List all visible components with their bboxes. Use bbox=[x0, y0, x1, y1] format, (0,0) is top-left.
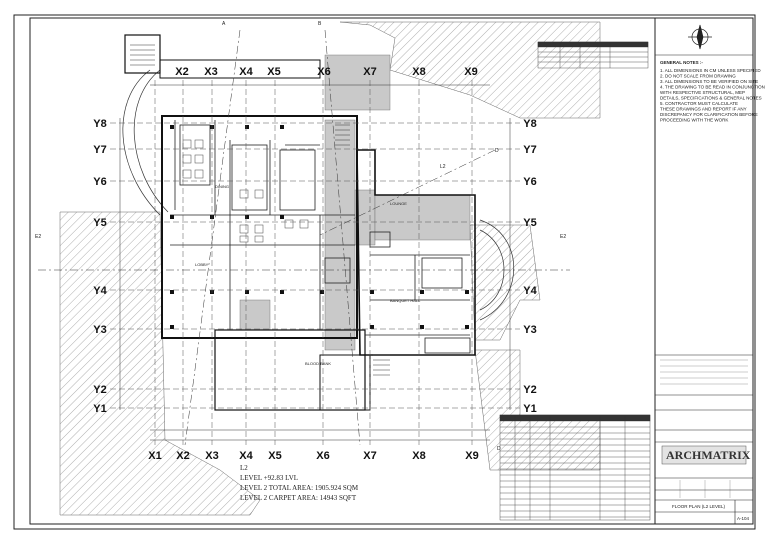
section-lines bbox=[38, 29, 570, 446]
grid-label-right-y8: Y8 bbox=[523, 118, 536, 130]
grid-label-top-x8: X8 bbox=[412, 66, 425, 78]
general-note-line: 1. ALL DIMENSIONS IN CM UNLESS SPECIFIED bbox=[660, 68, 761, 73]
room-label-dining: DINING bbox=[215, 184, 229, 189]
sheet-number: A-104 bbox=[737, 516, 750, 521]
general-note-line: PROCEEDING WITH THE WORK bbox=[660, 118, 728, 123]
grid-label-left-y2: Y2 bbox=[93, 384, 106, 396]
north-arrow-icon bbox=[688, 24, 712, 50]
title-block bbox=[654, 17, 754, 525]
grid-lines bbox=[110, 80, 520, 445]
general-note-line: THESE DRAWINGS AND REPORT IF ANY bbox=[660, 107, 747, 112]
plan-label-l2: L2 bbox=[440, 164, 446, 170]
grid-label-bottom-x5: X5 bbox=[268, 450, 281, 462]
section-mark-a: A bbox=[222, 21, 226, 27]
general-note-line: DISCREPANCY FOR CLARIFICATION BEFORE bbox=[660, 112, 758, 117]
grid-label-right-y2: Y2 bbox=[523, 384, 536, 396]
general-note-line: 4. THE DRAWING TO BE READ IN CONJUNCTION bbox=[660, 85, 765, 90]
section-mark-e-right: E2 bbox=[560, 234, 566, 240]
section-mark-d: D bbox=[495, 148, 499, 154]
schedule-table-top bbox=[537, 41, 649, 69]
level-info-line2: LEVEL 2 TOTAL AREA: 1905.924 SQM bbox=[240, 484, 359, 492]
schedule-table-bottom bbox=[499, 414, 651, 521]
general-notes: 1. ALL DIMENSIONS IN CM UNLESS SPECIFIED… bbox=[660, 68, 765, 123]
grid-label-left-y3: Y3 bbox=[93, 324, 106, 336]
grid-label-left-y6: Y6 bbox=[93, 176, 106, 188]
grid-label-right-y7: Y7 bbox=[523, 144, 536, 156]
grid-label-left-y4: Y4 bbox=[93, 285, 107, 297]
company-logo: ARCHMATRIX bbox=[661, 445, 751, 465]
outer-border bbox=[13, 14, 756, 530]
section-mark-e-left: E2 bbox=[35, 234, 41, 240]
grid-label-bottom-x6: X6 bbox=[316, 450, 329, 462]
grid-label-left-y1: Y1 bbox=[93, 403, 106, 415]
site-hatch bbox=[59, 21, 601, 516]
drawing-title: FLOOR PLAN (L2 LEVEL) bbox=[672, 504, 726, 509]
grid-label-top-x2: X2 bbox=[175, 66, 188, 78]
room-label-banquet: BANQUET HALL bbox=[390, 298, 421, 303]
level-info-title: L2 bbox=[240, 464, 248, 472]
level-info-line1: LEVEL +92.83 LVL bbox=[240, 474, 298, 482]
room-label-lobby: LOBBY bbox=[195, 262, 209, 267]
dimension-lines bbox=[119, 84, 511, 441]
section-mark-b: B bbox=[318, 21, 322, 27]
grid-label-bottom-x1: X1 bbox=[148, 450, 161, 462]
furniture bbox=[182, 139, 309, 243]
grid-label-left-y8: Y8 bbox=[93, 118, 106, 130]
room-label-lounge: LOUNGE bbox=[390, 201, 407, 206]
stairs bbox=[130, 44, 390, 376]
general-note-line: 3. ALL DIMENSIONS TO BE VERIFIED ON SITE bbox=[660, 79, 758, 84]
section-mark-d-bottom: D bbox=[497, 446, 501, 452]
grid-label-right-y5: Y5 bbox=[523, 217, 536, 229]
general-note-line: 2. DO NOT SCALE FROM DRAWING bbox=[660, 74, 736, 79]
grid-label-right-y1: Y1 bbox=[523, 403, 536, 415]
general-note-line: 5. CONTRACTOR MUST CALCULATE bbox=[660, 101, 738, 106]
grid-label-bottom-x3: X3 bbox=[205, 450, 218, 462]
grid-label-top-x5: X5 bbox=[267, 66, 280, 78]
building-outline bbox=[124, 34, 476, 411]
grid-label-top-x4: X4 bbox=[239, 66, 253, 78]
grid-label-bottom-x2: X2 bbox=[176, 450, 189, 462]
level-info-line3: LEVEL 2 CARPET AREA: 14943 SQFT bbox=[240, 494, 357, 502]
grid-label-bottom-x8: X8 bbox=[412, 450, 425, 462]
company-logo-text: ARCHMATRIX bbox=[666, 448, 751, 462]
grid-label-right-y4: Y4 bbox=[523, 285, 537, 297]
grid-label-bottom-x7: X7 bbox=[363, 450, 376, 462]
general-note-line: DETAILS, SPECIFICATIONS & GENERAL NOTES bbox=[660, 96, 762, 101]
grid-label-top-x6: X6 bbox=[317, 66, 330, 78]
grid-label-bottom-x9: X9 bbox=[465, 450, 478, 462]
interior-walls bbox=[170, 120, 471, 354]
general-notes-title: GENERAL NOTES :- bbox=[660, 60, 703, 65]
grid-label-left-y7: Y7 bbox=[93, 144, 106, 156]
grid-label-top-x9: X9 bbox=[464, 66, 477, 78]
grid-label-left-y5: Y5 bbox=[93, 217, 106, 229]
room-label-blood-bank: BLOOD BANK bbox=[305, 361, 331, 366]
grid-label-top-x7: X7 bbox=[363, 66, 376, 78]
grey-zones bbox=[239, 54, 471, 351]
general-note-line: WITH RESPECTIVE STRUCTURAL, MEP bbox=[660, 90, 745, 95]
grid-label-right-y3: Y3 bbox=[523, 324, 536, 336]
grid-label-top-x3: X3 bbox=[204, 66, 217, 78]
grid-label-bottom-x4: X4 bbox=[239, 450, 253, 462]
grid-label-right-y6: Y6 bbox=[523, 176, 536, 188]
